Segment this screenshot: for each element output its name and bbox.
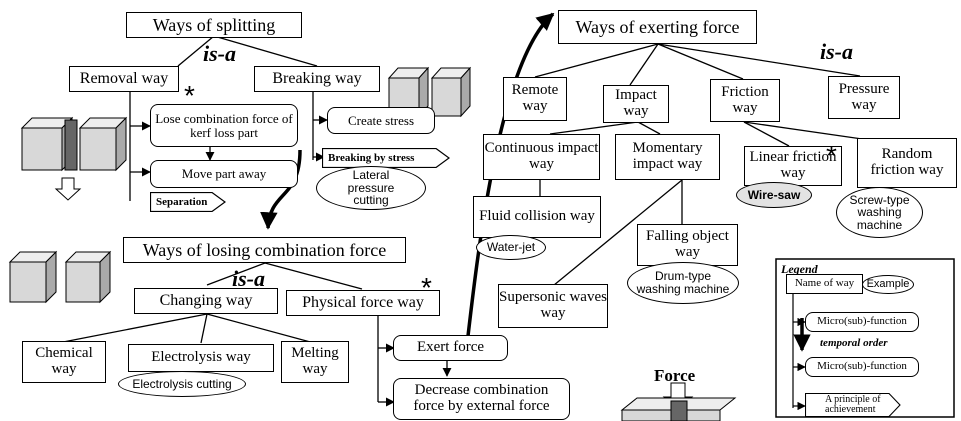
legend-micro-function-2: Micro(sub)-function — [805, 357, 919, 377]
changing-way-node: Changing way — [134, 288, 278, 314]
legend-title: Legend — [781, 262, 818, 276]
falling-object-way-node: Falling object way — [637, 224, 738, 266]
wire-saw-example: Wire-saw — [736, 182, 812, 208]
kerf-block-illustration — [20, 116, 128, 201]
impact-way-node: Impact way — [603, 85, 669, 123]
separation-pentagon-shape — [150, 192, 226, 212]
removal-way-node: Removal way — [69, 66, 179, 92]
isa-label-exerting: is-a — [820, 39, 853, 64]
lose-combination-node: Lose combination force of kerf loss part — [150, 104, 298, 147]
supersonic-waves-way-node: Supersonic waves way — [498, 284, 608, 328]
legend-micro-function-1: Micro(sub)-function — [805, 312, 919, 332]
ways-of-losing-combination-node: Ways of losing combination force — [123, 237, 406, 263]
force-block-illustration — [620, 382, 737, 421]
decrease-combination-node: Decrease combination force by external f… — [393, 378, 570, 420]
breaking-by-stress-pentagon-shape — [322, 148, 450, 168]
force-label: Force — [654, 366, 696, 385]
remote-way-node: Remote way — [503, 77, 567, 121]
legend-principle-pentagon-shape — [805, 393, 901, 417]
electrolysis-way-node: Electrolysis way — [128, 344, 274, 372]
isa-label-splitting: is-a — [203, 41, 236, 66]
melting-way-node: Melting way — [281, 341, 349, 383]
water-jet-example: Water-jet — [476, 235, 546, 260]
move-part-node: Move part away — [150, 160, 298, 188]
legend-name-of-way: Name of way — [786, 274, 863, 294]
linear-friction-way-node: Linear friction way — [744, 146, 842, 186]
pressure-way-node: Pressure way — [828, 76, 900, 119]
breaking-way-node: Breaking way — [254, 66, 380, 92]
drum-type-washing-example: Drum-type washing machine — [627, 262, 739, 304]
exert-force-node: Exert force — [393, 335, 508, 361]
split-cubes-illustration — [387, 66, 472, 118]
physical-force-way-node: Physical force way — [286, 290, 440, 316]
electrolysis-cutting-example: Electrolysis cutting — [118, 371, 246, 397]
breaking-by-stress-label: Breaking by stress — [328, 152, 415, 164]
legend-principle: A principle of achievement — [825, 394, 881, 415]
isa-label-losing: is-a — [232, 266, 265, 291]
lateral-pressure-example: Lateral pressure cutting — [316, 166, 426, 210]
random-friction-way-node: Random friction way — [857, 138, 957, 188]
chemical-way-node: Chemical way — [22, 341, 106, 383]
fluid-collision-way-node: Fluid collision way — [473, 196, 601, 238]
split-cubes-illustration-2 — [8, 250, 112, 304]
important-star-2: * — [421, 272, 432, 303]
important-star-3: * — [826, 140, 837, 171]
friction-way-node: Friction way — [710, 79, 780, 122]
legend-temporal-order: temporal order — [820, 337, 888, 349]
legend-example: Example — [862, 275, 914, 294]
important-star: * — [184, 80, 195, 111]
ways-of-splitting-node: Ways of splitting — [126, 12, 302, 38]
screw-type-washing-example: Screw-type washing machine — [836, 187, 923, 238]
separation-label: Separation — [156, 196, 208, 208]
momentary-impact-way-node: Momentary impact way — [615, 134, 720, 180]
create-stress-node: Create stress — [327, 107, 435, 134]
ways-of-exerting-force-node: Ways of exerting force — [558, 10, 757, 44]
continuous-impact-way-node: Continuous impact way — [483, 134, 600, 180]
